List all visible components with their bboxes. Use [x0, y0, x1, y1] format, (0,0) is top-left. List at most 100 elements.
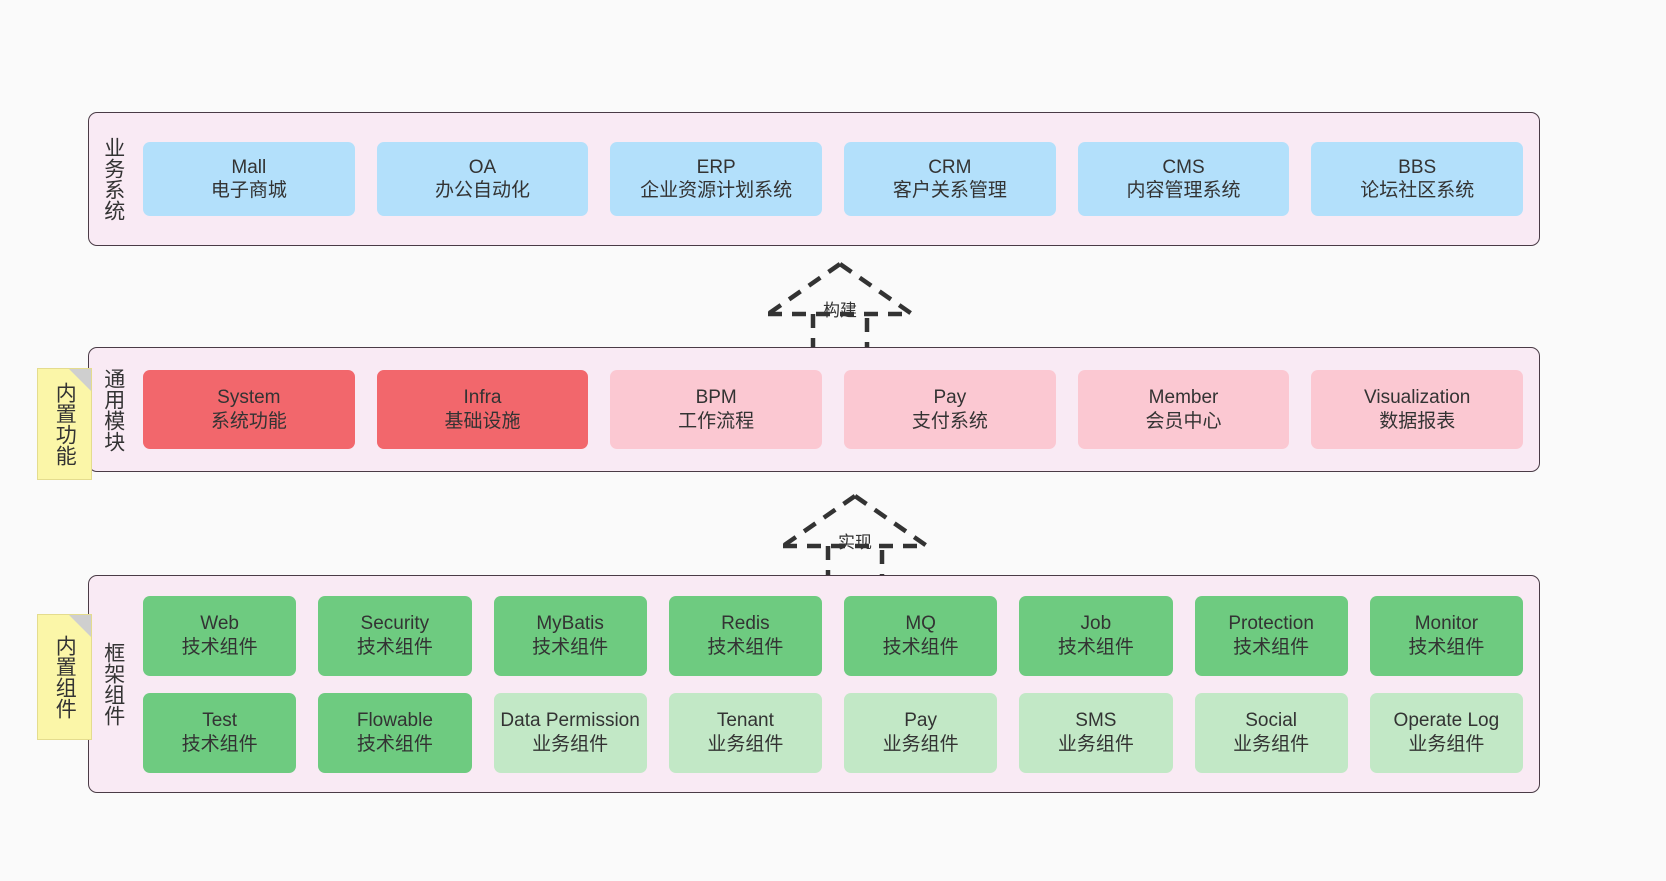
module-card-title: System: [217, 387, 281, 409]
arrow-build-icon: [766, 262, 914, 359]
component-card-sms[interactable]: SMS 业务组件: [1019, 692, 1173, 773]
component-card-mq[interactable]: MQ 技术组件: [844, 595, 998, 676]
component-card-title: Data Permission: [500, 710, 640, 732]
module-card-title: Pay: [933, 387, 967, 409]
component-card-subtitle: 技术组件: [707, 636, 784, 658]
component-card-title: Redis: [721, 613, 770, 635]
module-card-member[interactable]: Member 会员中心: [1077, 370, 1290, 449]
component-card-protection[interactable]: Protection 技术组件: [1194, 595, 1348, 676]
module-card-erp[interactable]: ERP 企业资源计划系统: [610, 142, 823, 216]
module-card-title: OA: [468, 156, 497, 178]
arrow-implement-label: 实现: [838, 533, 872, 552]
layer-title-framework-component: 框架组件: [101, 642, 125, 726]
module-card-subtitle: 基础设施: [444, 410, 521, 432]
component-card-title: Job: [1080, 613, 1112, 635]
component-card-subtitle: 技术组件: [181, 636, 258, 658]
component-card-title: Tenant: [716, 710, 774, 732]
component-card-pay[interactable]: Pay 业务组件: [844, 692, 998, 773]
layer-framework-component: 框架组件 Web 技术组件 Security 技术组件 MyBatis 技术组件…: [88, 575, 1540, 793]
component-card-subtitle: 业务组件: [882, 733, 959, 755]
note-fold-corner-icon: [69, 615, 91, 637]
module-card-subtitle: 办公自动化: [435, 180, 531, 201]
module-card-title: CMS: [1162, 156, 1205, 178]
component-card-subtitle: 技术组件: [532, 636, 609, 658]
arrow-implement-icon: [781, 494, 929, 591]
component-card-title: Test: [202, 710, 238, 732]
module-card-title: Mall: [231, 156, 267, 178]
module-card-bpm[interactable]: BPM 工作流程: [610, 370, 823, 449]
layer-row: System 系统功能 Infra 基础设施 BPM 工作流程 Pay 支付系统…: [143, 370, 1524, 449]
component-card-subtitle: 技术组件: [1057, 636, 1134, 658]
component-card-subtitle: 技术组件: [356, 636, 433, 658]
layer-common-module: 通用模块 System 系统功能 Infra 基础设施 BPM 工作流程 Pay…: [88, 347, 1540, 472]
component-card-title: MQ: [905, 613, 936, 635]
module-card-oa[interactable]: OA 办公自动化: [376, 142, 589, 216]
component-card-title: Protection: [1228, 613, 1314, 635]
layer-body-business-system: Mall 电子商城 OA 办公自动化 ERP 企业资源计划系统 CRM 客户关系…: [137, 113, 1539, 245]
module-card-mall[interactable]: Mall 电子商城: [143, 142, 355, 216]
module-card-subtitle: 客户关系管理: [892, 180, 1007, 201]
component-card-subtitle: 业务组件: [1408, 733, 1485, 755]
module-card-crm[interactable]: CRM 客户关系管理: [844, 142, 1056, 216]
module-card-subtitle: 电子商城: [210, 180, 287, 201]
module-card-title: BPM: [695, 387, 737, 409]
component-card-title: Flowable: [356, 710, 433, 732]
component-card-operate-log[interactable]: Operate Log 业务组件: [1369, 692, 1523, 773]
module-card-visualization[interactable]: Visualization 数据报表: [1311, 370, 1524, 449]
layer-body-framework-component: Web 技术组件 Security 技术组件 MyBatis 技术组件 Redi…: [137, 576, 1539, 792]
module-card-system[interactable]: System 系统功能: [143, 370, 355, 449]
module-card-pay[interactable]: Pay 支付系统: [844, 370, 1056, 449]
module-card-title: Infra: [463, 387, 502, 409]
component-card-subtitle: 业务组件: [707, 733, 784, 755]
module-card-subtitle: 内容管理系统: [1126, 180, 1241, 201]
component-card-title: SMS: [1075, 710, 1117, 732]
layer-title-business-system: 业务系统: [101, 137, 125, 221]
layer-title-common-module: 通用模块: [101, 367, 125, 452]
component-card-subtitle: 业务组件: [532, 733, 609, 755]
component-card-title: Pay: [904, 710, 937, 732]
component-card-job[interactable]: Job 技术组件: [1019, 595, 1173, 676]
component-card-title: Security: [360, 613, 430, 635]
component-card-title: Monitor: [1414, 613, 1479, 635]
component-card-flowable[interactable]: Flowable 技术组件: [318, 692, 472, 773]
module-card-subtitle: 会员中心: [1145, 410, 1222, 432]
note-builtin-features: 内置功能: [37, 368, 92, 480]
component-card-subtitle: 技术组件: [1408, 636, 1485, 658]
component-card-security[interactable]: Security 技术组件: [318, 595, 472, 676]
module-card-bbs[interactable]: BBS 论坛社区系统: [1311, 142, 1524, 216]
component-card-subtitle: 技术组件: [181, 733, 258, 755]
module-card-title: BBS: [1398, 156, 1437, 178]
arrow-build: 构建: [760, 258, 920, 359]
arrow-build-label: 构建: [823, 301, 857, 320]
component-card-title: Social: [1245, 710, 1297, 732]
module-card-title: ERP: [696, 156, 736, 178]
component-card-data-permission[interactable]: Data Permission 业务组件: [493, 692, 647, 773]
layer-row: Mall 电子商城 OA 办公自动化 ERP 企业资源计划系统 CRM 客户关系…: [143, 142, 1524, 216]
component-card-mybatis[interactable]: MyBatis 技术组件: [493, 595, 647, 676]
note-builtin-components: 内置组件: [37, 614, 92, 740]
component-card-monitor[interactable]: Monitor 技术组件: [1369, 595, 1523, 676]
layer-row: Test 技术组件 Flowable 技术组件 Data Permission …: [143, 692, 1523, 773]
component-card-social[interactable]: Social 业务组件: [1194, 692, 1348, 773]
component-card-title: MyBatis: [536, 613, 604, 635]
module-card-cms[interactable]: CMS 内容管理系统: [1077, 142, 1290, 216]
component-card-web[interactable]: Web 技术组件: [143, 595, 297, 676]
module-card-infra[interactable]: Infra 基础设施: [376, 370, 589, 449]
module-card-subtitle: 系统功能: [210, 410, 287, 432]
component-card-subtitle: 技术组件: [1233, 636, 1310, 658]
module-card-title: Visualization: [1364, 387, 1471, 409]
note-label: 内置组件: [53, 635, 77, 719]
module-card-subtitle: 企业资源计划系统: [640, 180, 793, 201]
component-card-title: Web: [200, 613, 239, 635]
component-card-tenant[interactable]: Tenant 业务组件: [668, 692, 822, 773]
component-card-title: Operate Log: [1393, 710, 1500, 732]
component-card-redis[interactable]: Redis 技术组件: [668, 595, 822, 676]
module-card-subtitle: 数据报表: [1379, 410, 1456, 432]
layer-business-system: 业务系统 Mall 电子商城 OA 办公自动化 ERP 企业资源计划系统 CRM…: [88, 112, 1540, 246]
component-card-subtitle: 技术组件: [882, 636, 959, 658]
component-card-test[interactable]: Test 技术组件: [143, 692, 297, 773]
module-card-title: CRM: [928, 156, 972, 178]
note-label: 内置功能: [53, 382, 77, 466]
component-card-subtitle: 技术组件: [356, 733, 433, 755]
